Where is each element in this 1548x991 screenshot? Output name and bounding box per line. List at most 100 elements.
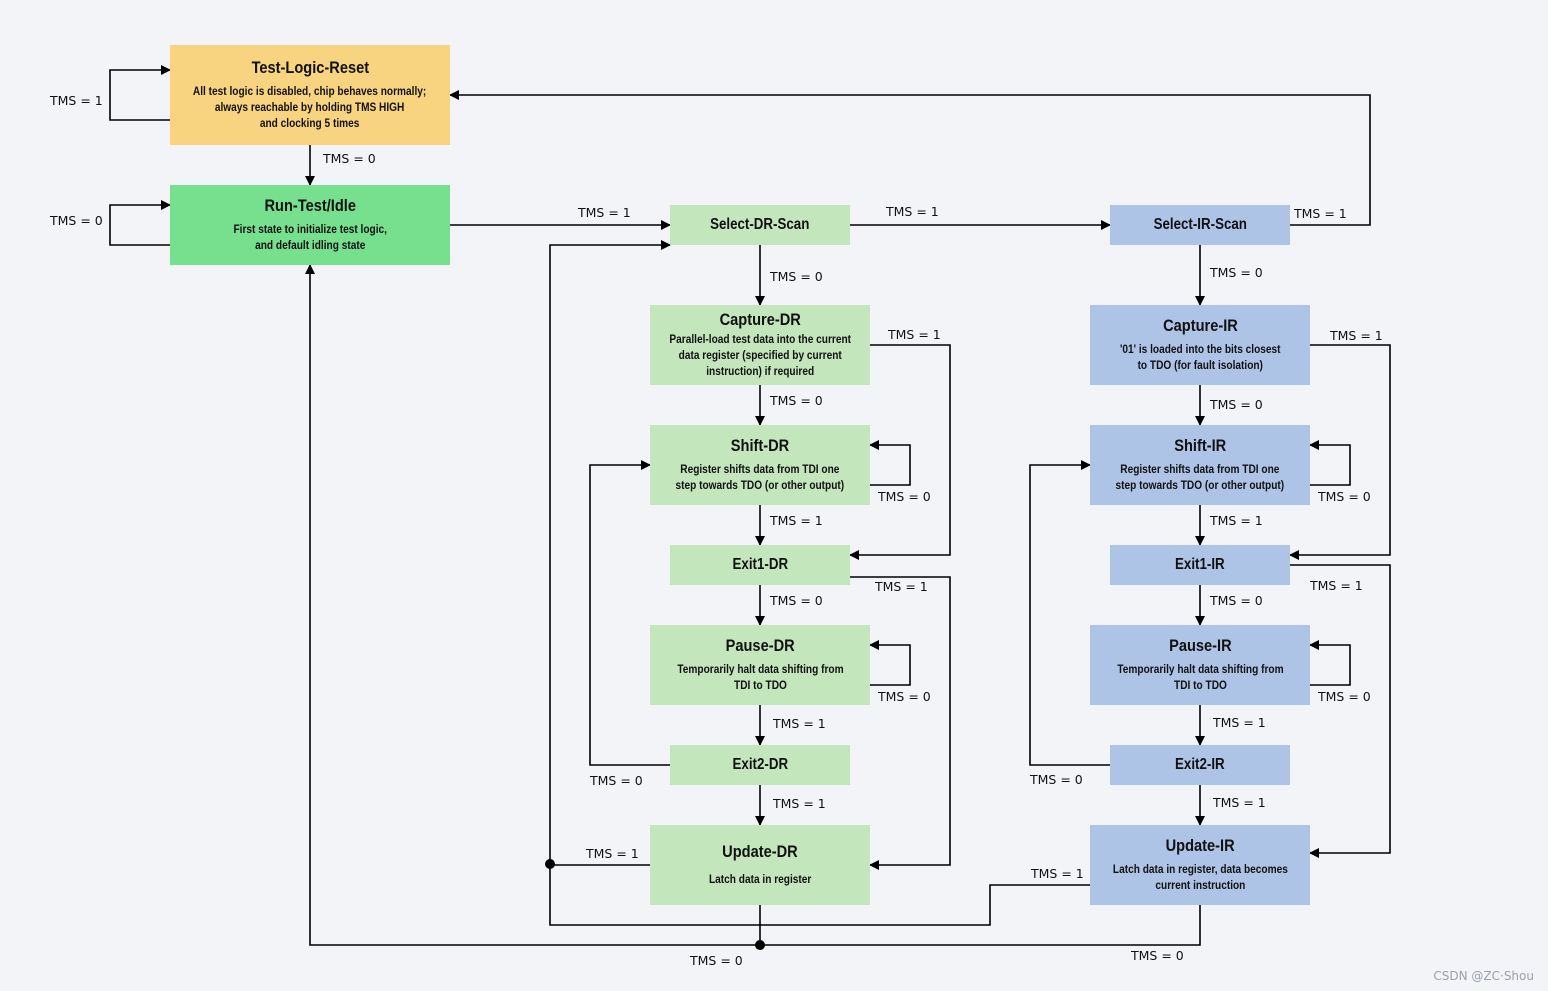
state-update-ir: Update-IR Latch data in register, data b… [1090, 825, 1310, 905]
desc-line: step towards TDO (or other output) [675, 479, 845, 492]
desc-line: All test logic is disabled, chip behaves… [193, 85, 427, 98]
state-update-dr: Update-DR Latch data in register [650, 825, 870, 905]
label-shiftir-self: TMS = 0 [1318, 489, 1371, 504]
state-description: First state to initialize test logic, an… [233, 222, 387, 254]
state-title: Shift-DR [730, 436, 790, 456]
desc-line: First state to initialize test logic, [233, 223, 387, 236]
state-description: Temporarily halt data shifting from TDI … [677, 662, 843, 694]
state-run-test-idle: Run-Test/Idle First state to initialize … [170, 185, 450, 265]
label-exit2dr-to-updatedr: TMS = 1 [773, 796, 826, 811]
label-selectdr-to-selectir: TMS = 1 [886, 204, 939, 219]
label-exit2dr-to-shiftdr: TMS = 0 [590, 773, 643, 788]
edge-exit1dr-to-updatedr [850, 576, 951, 870]
edge-shiftir-self [1309, 440, 1351, 486]
label-exit2ir-to-updateir: TMS = 1 [1213, 795, 1266, 810]
edge-updatedr-to-selectdr [549, 240, 671, 866]
label-idle-self: TMS = 0 [50, 213, 103, 228]
state-description: Temporarily halt data shifting from TDI … [1117, 662, 1283, 694]
state-exit2-dr: Exit2-DR [670, 745, 850, 785]
edge-pausedr-self [869, 640, 911, 686]
desc-line: instruction) if required [706, 365, 814, 378]
desc-line: '01' is loaded into the bits closest [1119, 343, 1281, 356]
state-description: Parallel-load test data into the current… [669, 332, 851, 380]
label-selectdr-to-capturedr: TMS = 0 [770, 269, 823, 284]
desc-line: always reachable by holding TMS HIGH [215, 101, 405, 114]
label-updateir-to-selectdr: TMS = 1 [1031, 866, 1084, 881]
state-title: Update-IR [1165, 836, 1235, 856]
label-pausedr-to-exit2dr: TMS = 1 [773, 716, 826, 731]
state-exit1-dr: Exit1-DR [670, 545, 850, 585]
state-exit2-ir: Exit2-IR [1110, 745, 1290, 785]
state-description: '01' is loaded into the bits closest to … [1120, 342, 1281, 374]
state-shift-dr: Shift-DR Register shifts data from TDI o… [650, 425, 870, 505]
desc-line: current instruction [1155, 879, 1245, 892]
desc-line: Register shifts data from TDI one [680, 463, 840, 476]
state-exit1-ir: Exit1-IR [1110, 545, 1290, 585]
state-pause-ir: Pause-IR Temporarily halt data shifting … [1090, 625, 1310, 705]
state-title: Exit2-IR [1175, 756, 1225, 774]
state-select-ir-scan: Select-IR-Scan [1110, 205, 1290, 245]
state-description: Latch data in register, data becomes cur… [1113, 862, 1288, 894]
desc-line: Register shifts data from TDI one [1120, 463, 1280, 476]
label-reset-to-idle: TMS = 0 [323, 151, 376, 166]
state-pause-dr: Pause-DR Temporarily halt data shifting … [650, 625, 870, 705]
state-title: Exit2-DR [732, 756, 788, 774]
label-pauseir-self: TMS = 0 [1318, 689, 1371, 704]
label-reset-self: TMS = 1 [50, 93, 103, 108]
state-title: Exit1-DR [732, 556, 788, 574]
watermark: CSDN @ZC·Shou [1433, 969, 1534, 983]
edge-pauseir-self [1309, 640, 1351, 686]
edge-reset-self [109, 65, 171, 121]
label-exit1dr-to-updatedr: TMS = 1 [875, 579, 928, 594]
state-capture-ir: Capture-IR '01' is loaded into the bits … [1090, 305, 1310, 385]
state-title: Capture-IR [1162, 316, 1238, 336]
desc-line: step towards TDO (or other output) [1115, 479, 1285, 492]
label-exit1ir-to-updateir: TMS = 1 [1310, 578, 1363, 593]
label-shiftdr-to-exit1dr: TMS = 1 [770, 513, 823, 528]
label-updateir-to-idle: TMS = 0 [1131, 948, 1184, 963]
desc-line: Temporarily halt data shifting from [1116, 663, 1284, 676]
desc-line: TDI to TDO [1173, 679, 1227, 692]
state-select-dr-scan: Select-DR-Scan [670, 205, 850, 245]
label-updatedr-to-selectdr: TMS = 1 [586, 846, 639, 861]
edge-update-to-idle [305, 264, 760, 946]
desc-line: and default idling state [254, 239, 366, 252]
state-title: Shift-IR [1174, 436, 1226, 456]
edge-updateir-to-idle [760, 905, 1201, 946]
label-exit1dr-to-pausedr: TMS = 0 [770, 593, 823, 608]
desc-line: data register (specified by current [678, 349, 842, 362]
label-shiftir-to-exit1ir: TMS = 1 [1210, 513, 1263, 528]
edge-updateir-to-selectdr [549, 865, 1090, 926]
desc-line: and clocking 5 times [260, 117, 360, 130]
label-shiftdr-self: TMS = 0 [878, 489, 931, 504]
state-title: Pause-IR [1168, 636, 1232, 656]
edge-exit2dr-to-shiftdr [589, 460, 670, 766]
label-exit2ir-to-shiftir: TMS = 0 [1030, 772, 1083, 787]
state-title: Run-Test/Idle [264, 196, 356, 216]
label-captureir-to-shiftir: TMS = 0 [1210, 397, 1263, 412]
label-selectir-to-reset: TMS = 1 [1294, 206, 1347, 221]
label-captureir-to-exit1ir: TMS = 1 [1330, 328, 1383, 343]
state-description: Register shifts data from TDI one step t… [676, 462, 845, 494]
state-shift-ir: Shift-IR Register shifts data from TDI o… [1090, 425, 1310, 505]
edge-capturedr-to-exit1dr [849, 344, 951, 560]
junction-dot-idle [755, 940, 765, 950]
desc-line: Latch data in register, data becomes [1112, 863, 1288, 876]
state-test-logic-reset: Test-Logic-Reset All test logic is disab… [170, 45, 450, 145]
state-title: Pause-DR [725, 636, 795, 656]
label-updatedr-to-idle: TMS = 0 [690, 953, 743, 968]
state-title: Select-IR-Scan [1153, 216, 1247, 234]
state-title: Test-Logic-Reset [251, 58, 369, 78]
label-pauseir-to-exit2ir: TMS = 1 [1213, 715, 1266, 730]
label-selectir-to-captureir: TMS = 0 [1210, 265, 1263, 280]
edge-captureir-to-exit1ir [1289, 344, 1391, 560]
junction-dot-select [545, 859, 555, 869]
state-description: All test logic is disabled, chip behaves… [193, 84, 426, 132]
state-title: Exit1-IR [1175, 556, 1225, 574]
label-idle-to-selectdr: TMS = 1 [578, 205, 631, 220]
state-title: Update-DR [722, 842, 798, 862]
state-title: Select-DR-Scan [710, 216, 810, 234]
desc-line: Latch data in register [708, 873, 812, 886]
desc-line: TDI to TDO [733, 679, 787, 692]
